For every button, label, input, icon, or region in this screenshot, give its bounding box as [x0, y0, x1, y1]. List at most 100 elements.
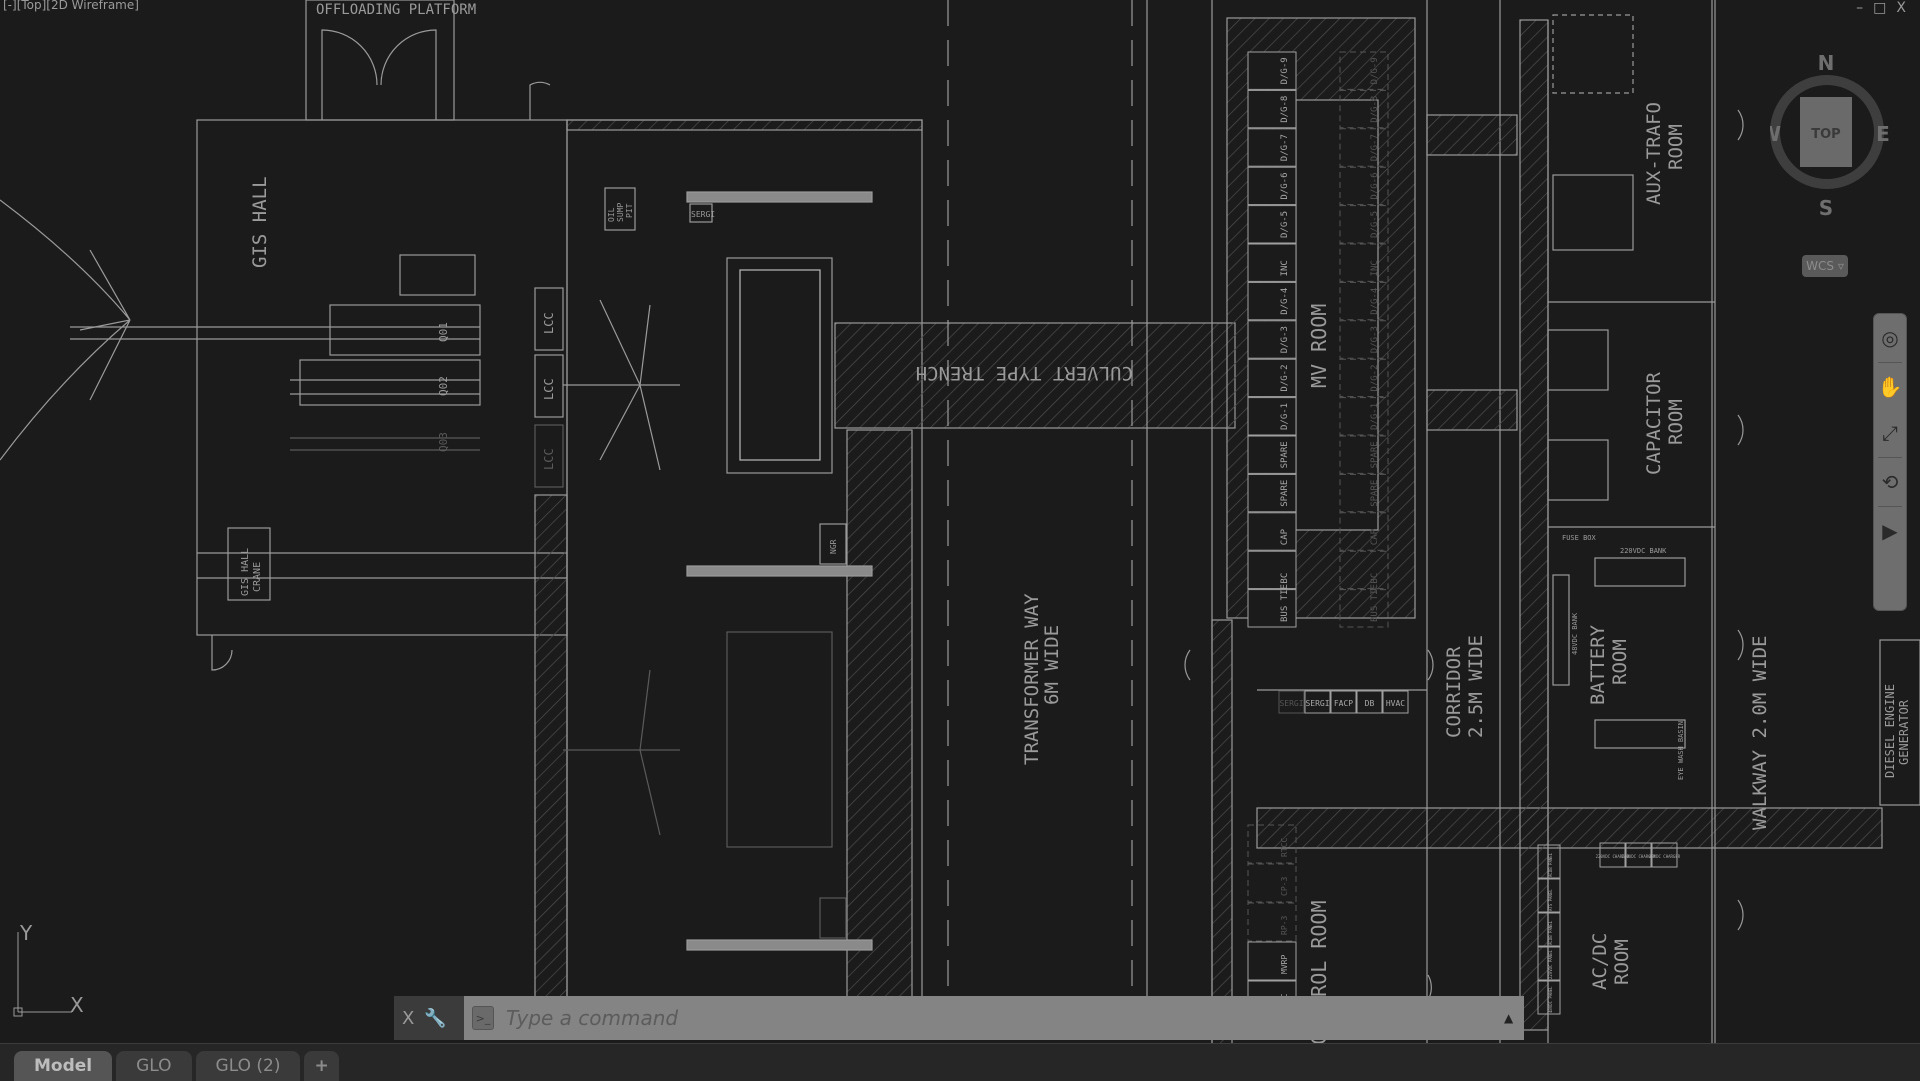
charger — [1651, 842, 1678, 868]
orbit-icon[interactable]: ⟲ — [1881, 470, 1899, 494]
aux-panel-label: SERGI — [1305, 699, 1329, 708]
mv-panel-future-label: D/G-5 — [1370, 211, 1380, 238]
close-command-line-button[interactable]: X — [402, 1007, 415, 1029]
add-layout-button[interactable]: + — [304, 1051, 339, 1081]
control-panel — [1247, 824, 1297, 864]
tab-glo-2[interactable]: GLO (2) — [195, 1051, 301, 1081]
mv-panel — [1247, 589, 1297, 628]
aux-panel-label: HVAC — [1386, 699, 1405, 708]
acdc-panel-label: ACDB PANEL — [1548, 852, 1553, 877]
label-dg: DIESEL ENGINE — [1883, 684, 1897, 778]
ucs-icon: Y X — [13, 921, 84, 1017]
mv-panel — [1247, 473, 1297, 513]
zoom-extents-icon[interactable]: ⤢ — [1882, 421, 1898, 445]
mv-panel — [1247, 205, 1297, 244]
viewcube-top-face[interactable] — [1800, 97, 1852, 167]
label-220vdc-bank: 220VDC BANK — [1620, 547, 1667, 555]
viewcube-face-label: TOP — [1811, 127, 1840, 142]
wcs-menu[interactable]: WCS ▿ — [1802, 255, 1848, 277]
mv-panel — [1247, 550, 1297, 590]
mv-panel-label: D/G-1 — [1280, 403, 1290, 430]
label-dg-2: GENERATOR — [1897, 699, 1911, 765]
mv-panel-label: BUS TIE — [1280, 584, 1290, 622]
aux-panel — [1278, 690, 1305, 714]
showmotion-icon[interactable]: ▶ — [1882, 519, 1898, 543]
label-6m-wide: 6M WIDE — [1041, 625, 1063, 705]
charger — [1625, 842, 1652, 868]
mv-panel — [1247, 512, 1297, 551]
label-48vdc-bank: 48VDC BANK — [1571, 612, 1579, 655]
label-walkway: WALKWAY 2.0M WIDE — [1749, 636, 1771, 830]
label-transformer-way: TRANSFORMER WAY — [1021, 593, 1043, 765]
mv-panel — [1247, 166, 1297, 206]
mv-panel-future-label: D/G-4 — [1370, 288, 1380, 315]
mv-panel-future-label: D/G-7 — [1370, 134, 1380, 161]
minimize-button[interactable]: – — [1856, 0, 1864, 16]
mv-panel-future-label: SPARE — [1370, 441, 1380, 468]
command-input[interactable] — [504, 1005, 1504, 1031]
label-lcc-3: LCC — [542, 448, 556, 470]
label-acdc: AC/DC — [1589, 933, 1611, 990]
tab-model[interactable]: Model — [14, 1051, 113, 1081]
viewcube[interactable]: TOP N S E W — [1770, 40, 1890, 220]
close-button[interactable]: X — [1896, 0, 1906, 16]
compass-east[interactable]: E — [1876, 122, 1890, 146]
charger — [1599, 842, 1626, 868]
label-fuse-box: FUSE BOX — [1562, 534, 1597, 542]
label-corridor: CORRIDOR — [1443, 646, 1465, 738]
restore-button[interactable]: □ — [1873, 0, 1887, 16]
mv-panel — [1247, 128, 1297, 167]
label-battery: BATTERY — [1587, 624, 1609, 705]
mv-panel — [1247, 51, 1297, 90]
acdc-panel — [1537, 878, 1561, 913]
mv-panel — [1247, 89, 1297, 129]
mv-panel — [1247, 320, 1297, 359]
control-panel-label: RP-3 — [1280, 916, 1289, 935]
mv-panel-future — [1339, 435, 1389, 474]
command-history-toggle[interactable]: ▲ — [1504, 1011, 1514, 1025]
mv-panel — [1247, 397, 1297, 436]
ucs-y-label: Y — [19, 921, 33, 945]
aux-panel-label: FACP — [1334, 699, 1353, 708]
mv-panel — [1247, 281, 1297, 321]
compass-north[interactable]: N — [1818, 51, 1835, 75]
acdc-panel-label: 48VDC PANEL — [1548, 986, 1553, 1013]
steering-wheel-icon[interactable]: ◎ — [1881, 326, 1899, 350]
label-q01: Q01 — [437, 322, 450, 342]
mv-panel-future-label: BUS TIE — [1370, 584, 1380, 622]
label-crane-2: CRANE — [252, 562, 263, 592]
mv-panel-label: CAP — [1280, 528, 1290, 545]
ucs-x-label: X — [70, 993, 84, 1017]
mv-panel-future — [1339, 512, 1389, 551]
mv-panel-future — [1339, 243, 1389, 282]
tab-glo[interactable]: GLO — [116, 1051, 192, 1081]
customize-wrench-icon[interactable]: 🔧 — [424, 1007, 447, 1029]
compass-west[interactable]: W — [1770, 122, 1781, 146]
label-aux-trafo: AUX-TRAFO — [1643, 102, 1665, 205]
viewport-controls-label[interactable]: [-][Top][2D Wireframe] — [3, 0, 139, 12]
label-q02: Q02 — [437, 376, 450, 396]
aux-panel-label: DB — [1365, 699, 1375, 708]
label-crane-1: GIS HALL — [240, 548, 251, 596]
acdc-panel-label: 220VDC PANEL — [1548, 950, 1553, 979]
label-q03: Q03 — [437, 432, 450, 452]
label-gis-hall: GIS HALL — [249, 176, 271, 268]
control-panel-label: MVRP — [1280, 955, 1289, 974]
recent-commands-button[interactable]: >_ — [472, 1006, 494, 1030]
control-panel — [1247, 863, 1297, 903]
mv-panel-future — [1339, 128, 1389, 167]
label-lcc-2: LCC — [542, 378, 556, 400]
label-battery-room: ROOM — [1609, 639, 1631, 685]
charger-label: 220VDC CHARGER — [1596, 854, 1630, 859]
compass-south[interactable]: S — [1819, 196, 1833, 220]
label-pit: PIT — [625, 203, 634, 218]
mv-panel-future — [1339, 358, 1389, 398]
command-line-handle[interactable]: X 🔧 — [394, 996, 464, 1040]
pan-hand-icon[interactable]: ✋ — [1877, 375, 1903, 399]
mv-panel-future-label: D/G-3 — [1370, 326, 1380, 353]
acdc-panel — [1537, 946, 1561, 981]
